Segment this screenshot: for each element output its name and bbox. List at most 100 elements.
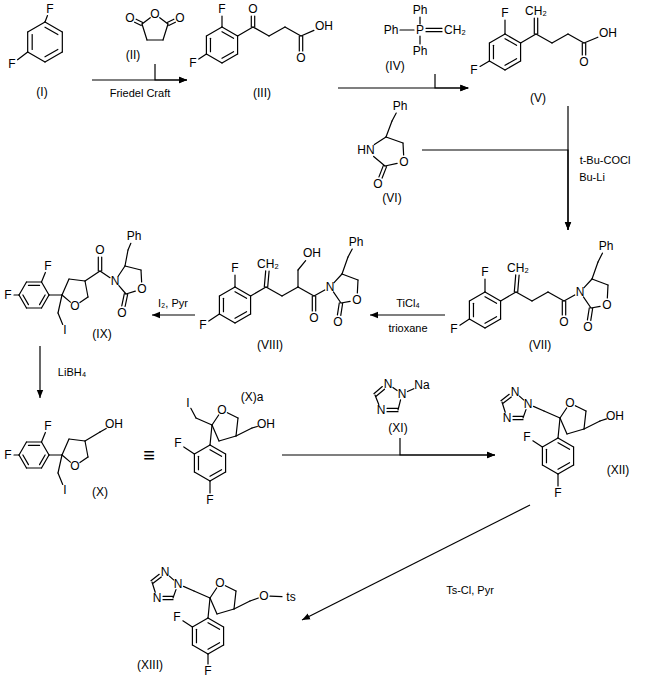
compound-structure: (XIII)NNNOOtsFF [122, 562, 302, 680]
bond-line [42, 272, 46, 282]
bond-line [199, 54, 207, 59]
bond-line [80, 297, 88, 303]
bond-line [208, 623, 220, 630]
bond-line [196, 418, 212, 425]
bond-line [28, 285, 39, 286]
compound-number: (X) [92, 486, 108, 498]
bond-line [426, 31, 442, 32]
bond-line [19, 442, 27, 455]
atom-symbol: F [501, 7, 508, 19]
atom-symbol: O [602, 299, 611, 311]
atom-symbol: O [559, 316, 568, 328]
atom-symbol: F [46, 3, 53, 15]
bond-line [225, 586, 236, 591]
bond-line [299, 36, 300, 51]
atom-symbol: F [206, 494, 213, 506]
bond-line [489, 43, 490, 61]
bond-line [169, 576, 173, 580]
bond-line [393, 387, 397, 390]
atom-symbol: Ph [413, 45, 428, 57]
bond-line [27, 32, 28, 52]
bond-line [341, 303, 343, 315]
scheme-note: ≡ [142, 444, 156, 466]
bond-line [234, 275, 235, 287]
bond-line [485, 319, 501, 328]
bond-line [128, 243, 131, 250]
bond-line [250, 598, 258, 601]
bond-line [537, 18, 538, 34]
bond-line [270, 596, 282, 598]
compound-structure: (V)CH₂FOOHF [468, 0, 632, 106]
bond-line [407, 389, 413, 392]
bond-line [62, 279, 69, 295]
bond-line [219, 296, 220, 314]
atom-symbol: OH [315, 20, 333, 32]
bond-line [419, 36, 420, 44]
bond-line [198, 456, 199, 469]
bond-line [542, 438, 558, 447]
bond-line [219, 287, 235, 296]
bond-line [223, 627, 224, 645]
bond-line [544, 411, 560, 418]
bond-line [62, 295, 70, 302]
bond-line [337, 303, 339, 315]
bond-line [194, 454, 195, 472]
bond-line [534, 18, 535, 34]
bond-line [210, 472, 226, 481]
atom-symbol: N [326, 281, 335, 293]
reagent-label: TiCl₄ [395, 297, 421, 309]
atom-symbol: O [352, 294, 361, 306]
atom-symbol: Na [414, 379, 429, 391]
compound-structure: (XI)NNNNa [360, 372, 435, 438]
bond-line [521, 34, 536, 43]
bond-line [282, 287, 298, 296]
bond-line [392, 113, 396, 121]
bond-line [314, 290, 325, 296]
bond-line [560, 408, 567, 418]
bond-line [206, 27, 222, 36]
bond-line [341, 301, 350, 303]
reaction-arrow [152, 314, 195, 315]
bond-line [592, 279, 608, 285]
atom-symbol: O [217, 404, 226, 416]
bond-line [513, 419, 523, 420]
bond-line [40, 455, 46, 465]
atom-symbol: I [186, 397, 189, 409]
bond-line [85, 281, 88, 297]
atom-symbol: OH [105, 418, 123, 430]
bond-line [253, 27, 269, 36]
atom-symbol: F [44, 420, 51, 432]
bond-line [235, 292, 247, 299]
bond-line [357, 280, 359, 293]
compound-structure: (IV)PhPPhPhCH₂ [376, 0, 468, 74]
bond-line [426, 28, 442, 29]
atom-symbol: F [174, 437, 181, 449]
bond-line [302, 36, 303, 51]
bond-line [219, 314, 235, 323]
compound-number: (VII) [529, 339, 552, 351]
bond-line [236, 428, 252, 436]
bond-line [142, 24, 147, 40]
bond-line [28, 22, 45, 32]
atom-symbol: N [511, 386, 520, 398]
bond-line [80, 457, 88, 463]
bond-line [62, 32, 63, 52]
atom-symbol: CH₂ [507, 262, 529, 274]
atom-symbol: N [524, 398, 533, 410]
bond-line [210, 470, 222, 477]
atom-symbol: F [4, 289, 11, 301]
bond-line [32, 35, 33, 50]
atom-symbol: O [296, 52, 305, 64]
bond-line [585, 43, 586, 55]
compound-structure: (XII)NNNOOHFF [495, 378, 645, 505]
reaction-arrow [39, 346, 40, 398]
bond-line [236, 418, 238, 436]
bond-line [484, 279, 485, 292]
atom-symbol: O [309, 312, 318, 324]
bond-line [222, 27, 238, 36]
bond-line [567, 429, 584, 434]
bond-line [222, 54, 238, 63]
bond-line [184, 447, 195, 454]
bond-line [584, 421, 600, 429]
bond-line [210, 450, 222, 457]
